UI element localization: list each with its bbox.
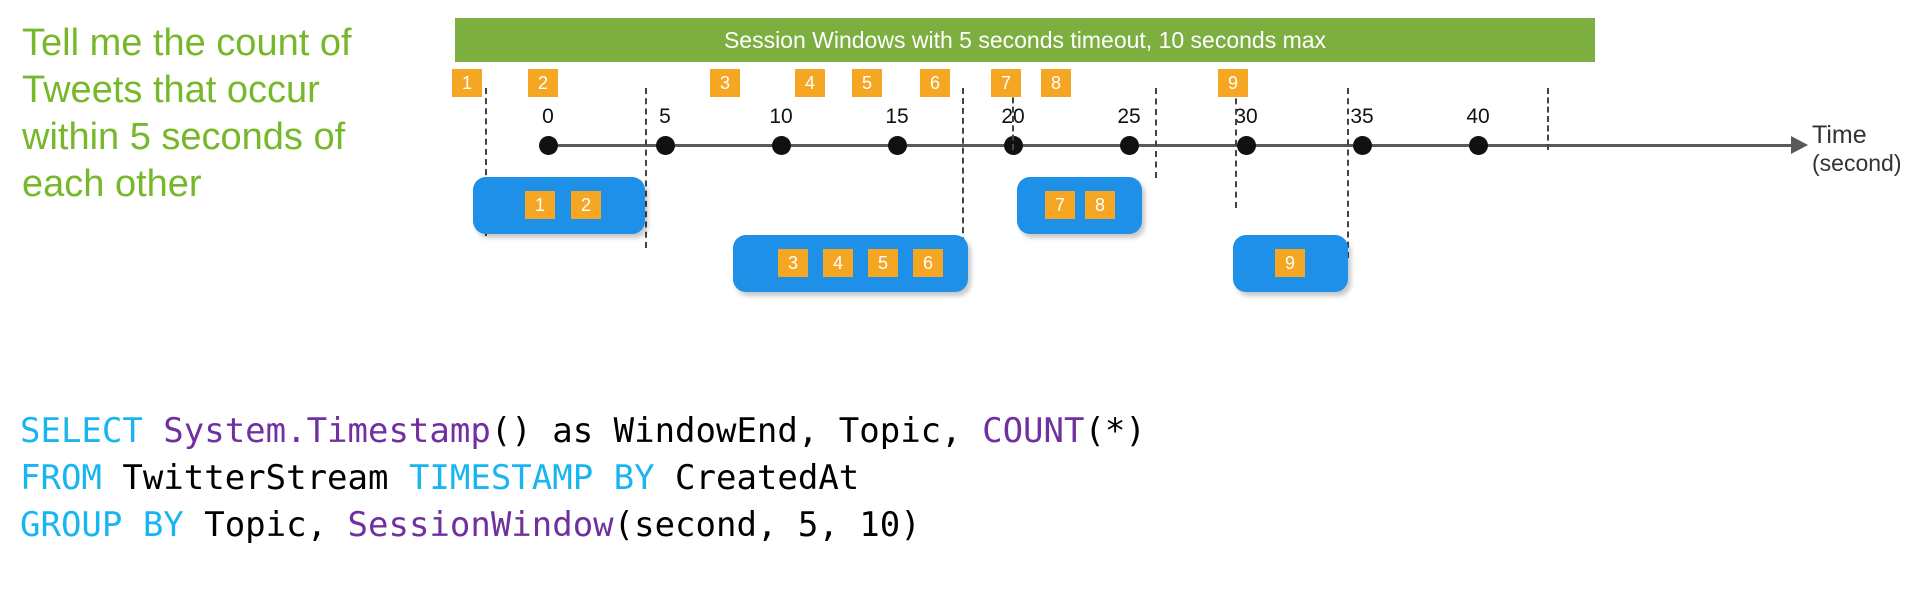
session-4: 9 [1233,235,1348,292]
sql-token: CreatedAt [675,458,860,498]
axis-unit-second: (second) [1812,150,1902,176]
axis-label-time: Time [1812,121,1867,149]
event-badge-1: 1 [452,69,482,97]
window-boundary-line [1547,88,1549,150]
sql-token: TwitterStream [122,458,409,498]
timeline-dot [1469,136,1488,155]
session-event-badge-5: 5 [868,249,898,277]
event-badge-8: 8 [1041,69,1071,97]
sql-token: SELECT [20,411,164,451]
timeline-axis [545,144,1795,147]
sql-line-2: FROM TwitterStream TIMESTAMP BY CreatedA… [20,455,1146,502]
tick-label: 25 [1117,105,1141,128]
sql-line-3: GROUP BY Topic, SessionWindow(second, 5,… [20,502,1146,549]
session-event-badge-2: 2 [571,191,601,219]
timeline-dot [539,136,558,155]
window-boundary-line [645,88,647,248]
window-boundary-line [1347,88,1349,258]
session-event-badge-6: 6 [913,249,943,277]
sql-token: (second, 5, 10) [613,505,921,545]
timeline-axis-arrow-icon [1791,136,1808,154]
event-badge-5: 5 [852,69,882,97]
timeline-dot [1353,136,1372,155]
session-event-badge-3: 3 [778,249,808,277]
tick-label: 10 [769,105,793,128]
question-text: Tell me the count of Tweets that occur w… [22,22,352,205]
sql-token: Topic, [204,505,348,545]
event-badge-3: 3 [710,69,740,97]
session-event-badge-4: 4 [823,249,853,277]
session-event-badge-8: 8 [1085,191,1115,219]
session-event-badge-9: 9 [1275,249,1305,277]
tick-label: 30 [1234,105,1258,128]
sql-line-1: SELECT System.Timestamp() as WindowEnd, … [20,408,1146,455]
tick-label: 40 [1466,105,1490,128]
sql-token: (*) [1084,411,1146,451]
timeline-dot [1120,136,1139,155]
window-boundary-line [1012,88,1014,150]
window-boundary-line [962,88,964,283]
sql-token: COUNT [982,411,1085,451]
event-badge-9: 9 [1218,69,1248,97]
tick-label: 15 [885,105,909,128]
timeline-dot [1237,136,1256,155]
sql-token: SessionWindow [347,505,614,545]
tick-label: 35 [1350,105,1374,128]
tick-label: 5 [659,105,671,128]
tick-label: 0 [542,105,554,128]
event-badge-4: 4 [795,69,825,97]
event-badge-6: 6 [920,69,950,97]
event-badge-2: 2 [528,69,558,97]
timeline-dot [888,136,907,155]
sql-token: () as WindowEnd, Topic, [490,411,983,451]
timeline-dot [656,136,675,155]
timeline-dot [772,136,791,155]
session-event-badge-7: 7 [1045,191,1075,219]
sql-token: GROUP BY [20,505,205,545]
sql-token: TIMESTAMP BY [408,458,676,498]
window-boundary-line [1235,88,1237,208]
session-event-badge-1: 1 [525,191,555,219]
window-boundary-line [485,88,487,236]
banner-title: Session Windows with 5 seconds timeout, … [723,26,1327,53]
sql-token: System.Timestamp [163,411,491,451]
sql-query-block: SELECT System.Timestamp() as WindowEnd, … [20,408,1146,549]
sql-token: FROM [20,458,123,498]
event-badge-7: 7 [991,69,1021,97]
session-window-banner: Session Windows with 5 seconds timeout, … [455,18,1595,62]
window-boundary-line [1155,88,1157,178]
